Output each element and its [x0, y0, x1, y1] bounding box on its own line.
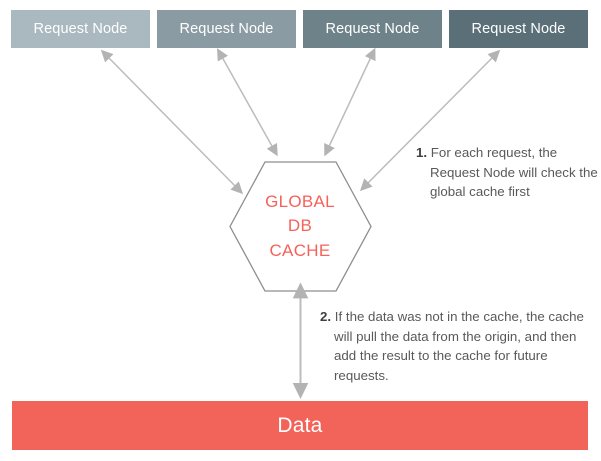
global-db-cache-node: GLOBAL DB CACHE — [229, 161, 371, 292]
request-node-2: Request Node — [157, 10, 296, 48]
global-db-cache-label: GLOBAL DB CACHE — [229, 161, 371, 292]
cache-label-line-3: CACHE — [269, 240, 331, 260]
annotation-1: 1. For each request, the Request Node wi… — [416, 143, 601, 202]
request-node-2-label: Request Node — [179, 21, 274, 37]
request-node-3: Request Node — [303, 10, 442, 48]
annotation-2-text: If the data was not in the cache, the ca… — [334, 309, 584, 384]
annotation-1-text: For each request, the Request Node will … — [430, 145, 598, 200]
data-origin-label: Data — [277, 413, 323, 437]
cache-label-line-2: DB — [287, 216, 313, 236]
request-node-1: Request Node — [11, 10, 150, 48]
data-origin-bar: Data — [12, 401, 588, 450]
cache-label-line-1: GLOBAL — [265, 192, 335, 212]
annotation-1-number: 1. — [416, 145, 428, 160]
request-node-4-label: Request Node — [471, 21, 566, 37]
request-node-1-label: Request Node — [33, 21, 128, 37]
arrow-node-2-to-cache — [217, 48, 278, 157]
arrow-node-1-to-cache — [100, 49, 244, 195]
request-node-3-label: Request Node — [325, 21, 420, 37]
annotation-2: 2. If the data was not in the cache, the… — [320, 307, 601, 386]
arrow-node-3-to-cache — [324, 47, 376, 157]
request-node-4: Request Node — [449, 10, 588, 48]
annotation-2-number: 2. — [320, 309, 332, 324]
